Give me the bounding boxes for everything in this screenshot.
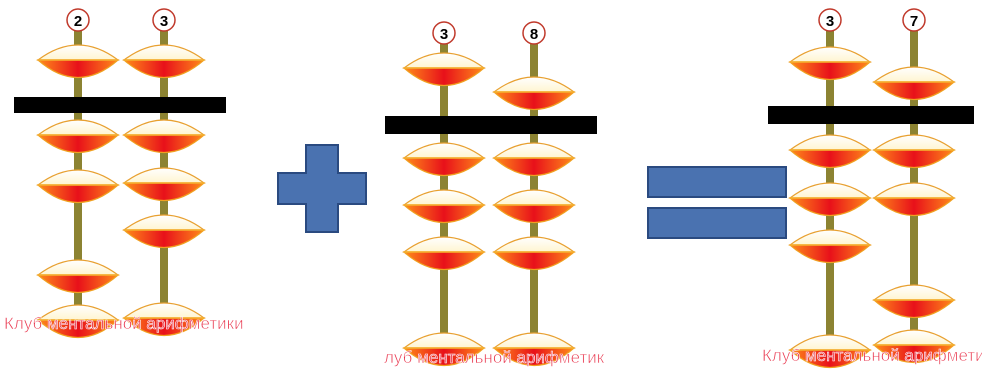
rod-label: 2 <box>74 13 82 30</box>
bead[interactable] <box>494 77 574 110</box>
abacus-beam <box>14 97 226 113</box>
bead[interactable] <box>38 120 118 153</box>
bead[interactable] <box>404 237 484 270</box>
bead[interactable] <box>790 47 870 80</box>
bead[interactable] <box>874 330 954 363</box>
bead[interactable] <box>38 305 118 338</box>
rod-label: 3 <box>160 13 168 30</box>
bead[interactable] <box>874 135 954 168</box>
bead[interactable] <box>494 143 574 176</box>
bead[interactable] <box>874 183 954 216</box>
bead[interactable] <box>874 67 954 100</box>
rod-label: 8 <box>530 26 538 43</box>
abacus-beam <box>768 106 974 124</box>
rod-label: 3 <box>440 26 448 43</box>
bead[interactable] <box>494 333 574 366</box>
bead[interactable] <box>494 237 574 270</box>
bead[interactable] <box>790 230 870 263</box>
rod-label: 3 <box>826 13 834 30</box>
bead[interactable] <box>124 120 204 153</box>
bead[interactable] <box>124 215 204 248</box>
plus-operator <box>278 145 366 232</box>
bead[interactable] <box>404 143 484 176</box>
bead[interactable] <box>404 333 484 366</box>
abacus-3: 3 7 <box>768 9 974 368</box>
bead[interactable] <box>494 190 574 223</box>
bead[interactable] <box>38 45 118 78</box>
rod-label: 7 <box>910 13 918 30</box>
bead[interactable] <box>124 45 204 78</box>
bead[interactable] <box>790 335 870 368</box>
bead[interactable] <box>404 190 484 223</box>
abacus-beam <box>385 116 597 134</box>
equals-operator <box>648 167 786 238</box>
abacus-1: 2 3 <box>14 9 226 338</box>
bead[interactable] <box>38 170 118 203</box>
abacus-2: 3 8 <box>385 22 597 366</box>
bead[interactable] <box>790 183 870 216</box>
bead[interactable] <box>124 303 204 336</box>
bead[interactable] <box>790 135 870 168</box>
bead[interactable] <box>38 260 118 293</box>
bead[interactable] <box>874 285 954 318</box>
bead[interactable] <box>404 53 484 86</box>
bead[interactable] <box>124 168 204 201</box>
